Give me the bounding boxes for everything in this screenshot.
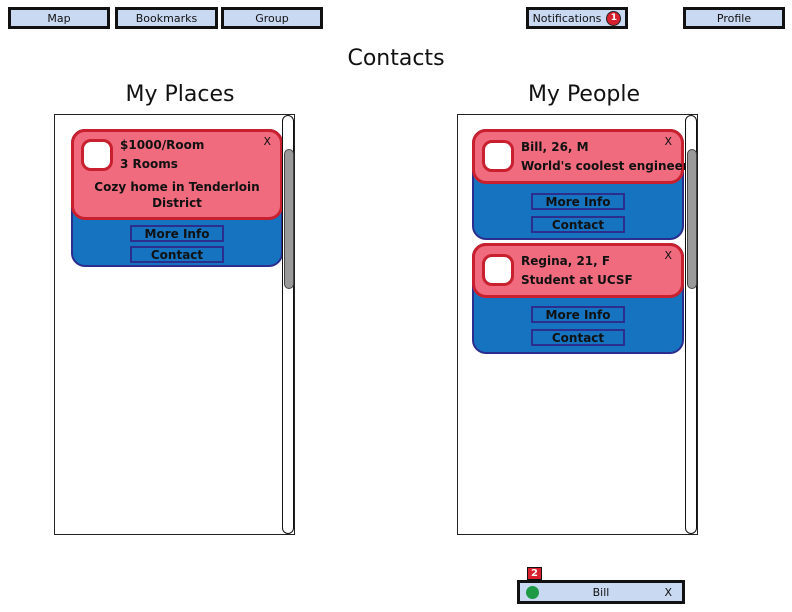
place-thumbnail	[81, 139, 113, 171]
nav-map-label: Map	[47, 11, 71, 25]
nav-map-button[interactable]: Map	[8, 7, 110, 29]
person-contact-button[interactable]: Contact	[531, 329, 625, 346]
places-panel: X $1000/Room 3 Rooms Cozy home in Tender…	[54, 114, 295, 535]
place-contact-button[interactable]: Contact	[130, 246, 224, 263]
nav-profile-button[interactable]: Profile	[683, 7, 785, 29]
place-price: $1000/Room	[120, 138, 205, 152]
people-scrollbar[interactable]	[685, 115, 697, 534]
nav-bookmarks-button[interactable]: Bookmarks	[115, 7, 218, 29]
place-card: X $1000/Room 3 Rooms Cozy home in Tender…	[71, 129, 283, 267]
notifications-count-badge: 1	[606, 10, 622, 26]
place-rooms: 3 Rooms	[120, 157, 178, 171]
place-description: Cozy home in Tenderloin District	[94, 180, 260, 210]
page-title: Contacts	[347, 46, 445, 71]
people-panel: X Bill, 26, M World's coolest engineer M…	[457, 114, 698, 535]
place-more-info-button[interactable]: More Info	[130, 225, 224, 242]
online-status-icon	[526, 586, 539, 599]
nav-group-button[interactable]: Group	[221, 7, 323, 29]
person-card: X Regina, 21, F Student at UCSF More Inf…	[472, 243, 684, 354]
people-section-title: My People	[527, 82, 641, 107]
place-card-header: X $1000/Room 3 Rooms Cozy home in Tender…	[71, 129, 283, 220]
people-scroll-thumb[interactable]	[687, 149, 697, 289]
places-section-title: My Places	[125, 82, 235, 107]
nav-bookmarks-label: Bookmarks	[135, 11, 198, 25]
chat-close-icon[interactable]: X	[664, 586, 672, 599]
person-contact-button[interactable]: Contact	[531, 216, 625, 233]
person-more-info-button[interactable]: More Info	[531, 193, 625, 210]
person-avatar	[482, 140, 514, 172]
person-card-header: X Bill, 26, M World's coolest engineer	[472, 129, 689, 184]
nav-group-label: Group	[255, 11, 289, 25]
person-card: X Bill, 26, M World's coolest engineer M…	[472, 129, 689, 240]
person-close-icon[interactable]: X	[664, 135, 672, 148]
person-name: Bill, 26, M	[521, 140, 589, 154]
chat-contact-name: Bill	[592, 586, 610, 599]
person-tagline: World's coolest engineer	[521, 159, 689, 173]
person-close-icon[interactable]: X	[664, 249, 672, 262]
nav-notifications-label: Notifications	[532, 11, 602, 25]
nav-profile-label: Profile	[716, 11, 752, 25]
place-close-icon[interactable]: X	[263, 135, 271, 148]
person-card-header: X Regina, 21, F Student at UCSF	[472, 243, 684, 298]
nav-notifications-button[interactable]: Notifications 1	[526, 7, 628, 29]
chat-unread-badge: 2	[527, 567, 542, 580]
person-more-info-button[interactable]: More Info	[531, 306, 625, 323]
places-scrollbar[interactable]	[282, 115, 294, 534]
person-avatar	[482, 254, 514, 286]
person-tagline: Student at UCSF	[521, 273, 633, 287]
person-name: Regina, 21, F	[521, 254, 611, 268]
places-scroll-thumb[interactable]	[284, 149, 294, 289]
chat-bar[interactable]: Bill X	[517, 580, 685, 604]
